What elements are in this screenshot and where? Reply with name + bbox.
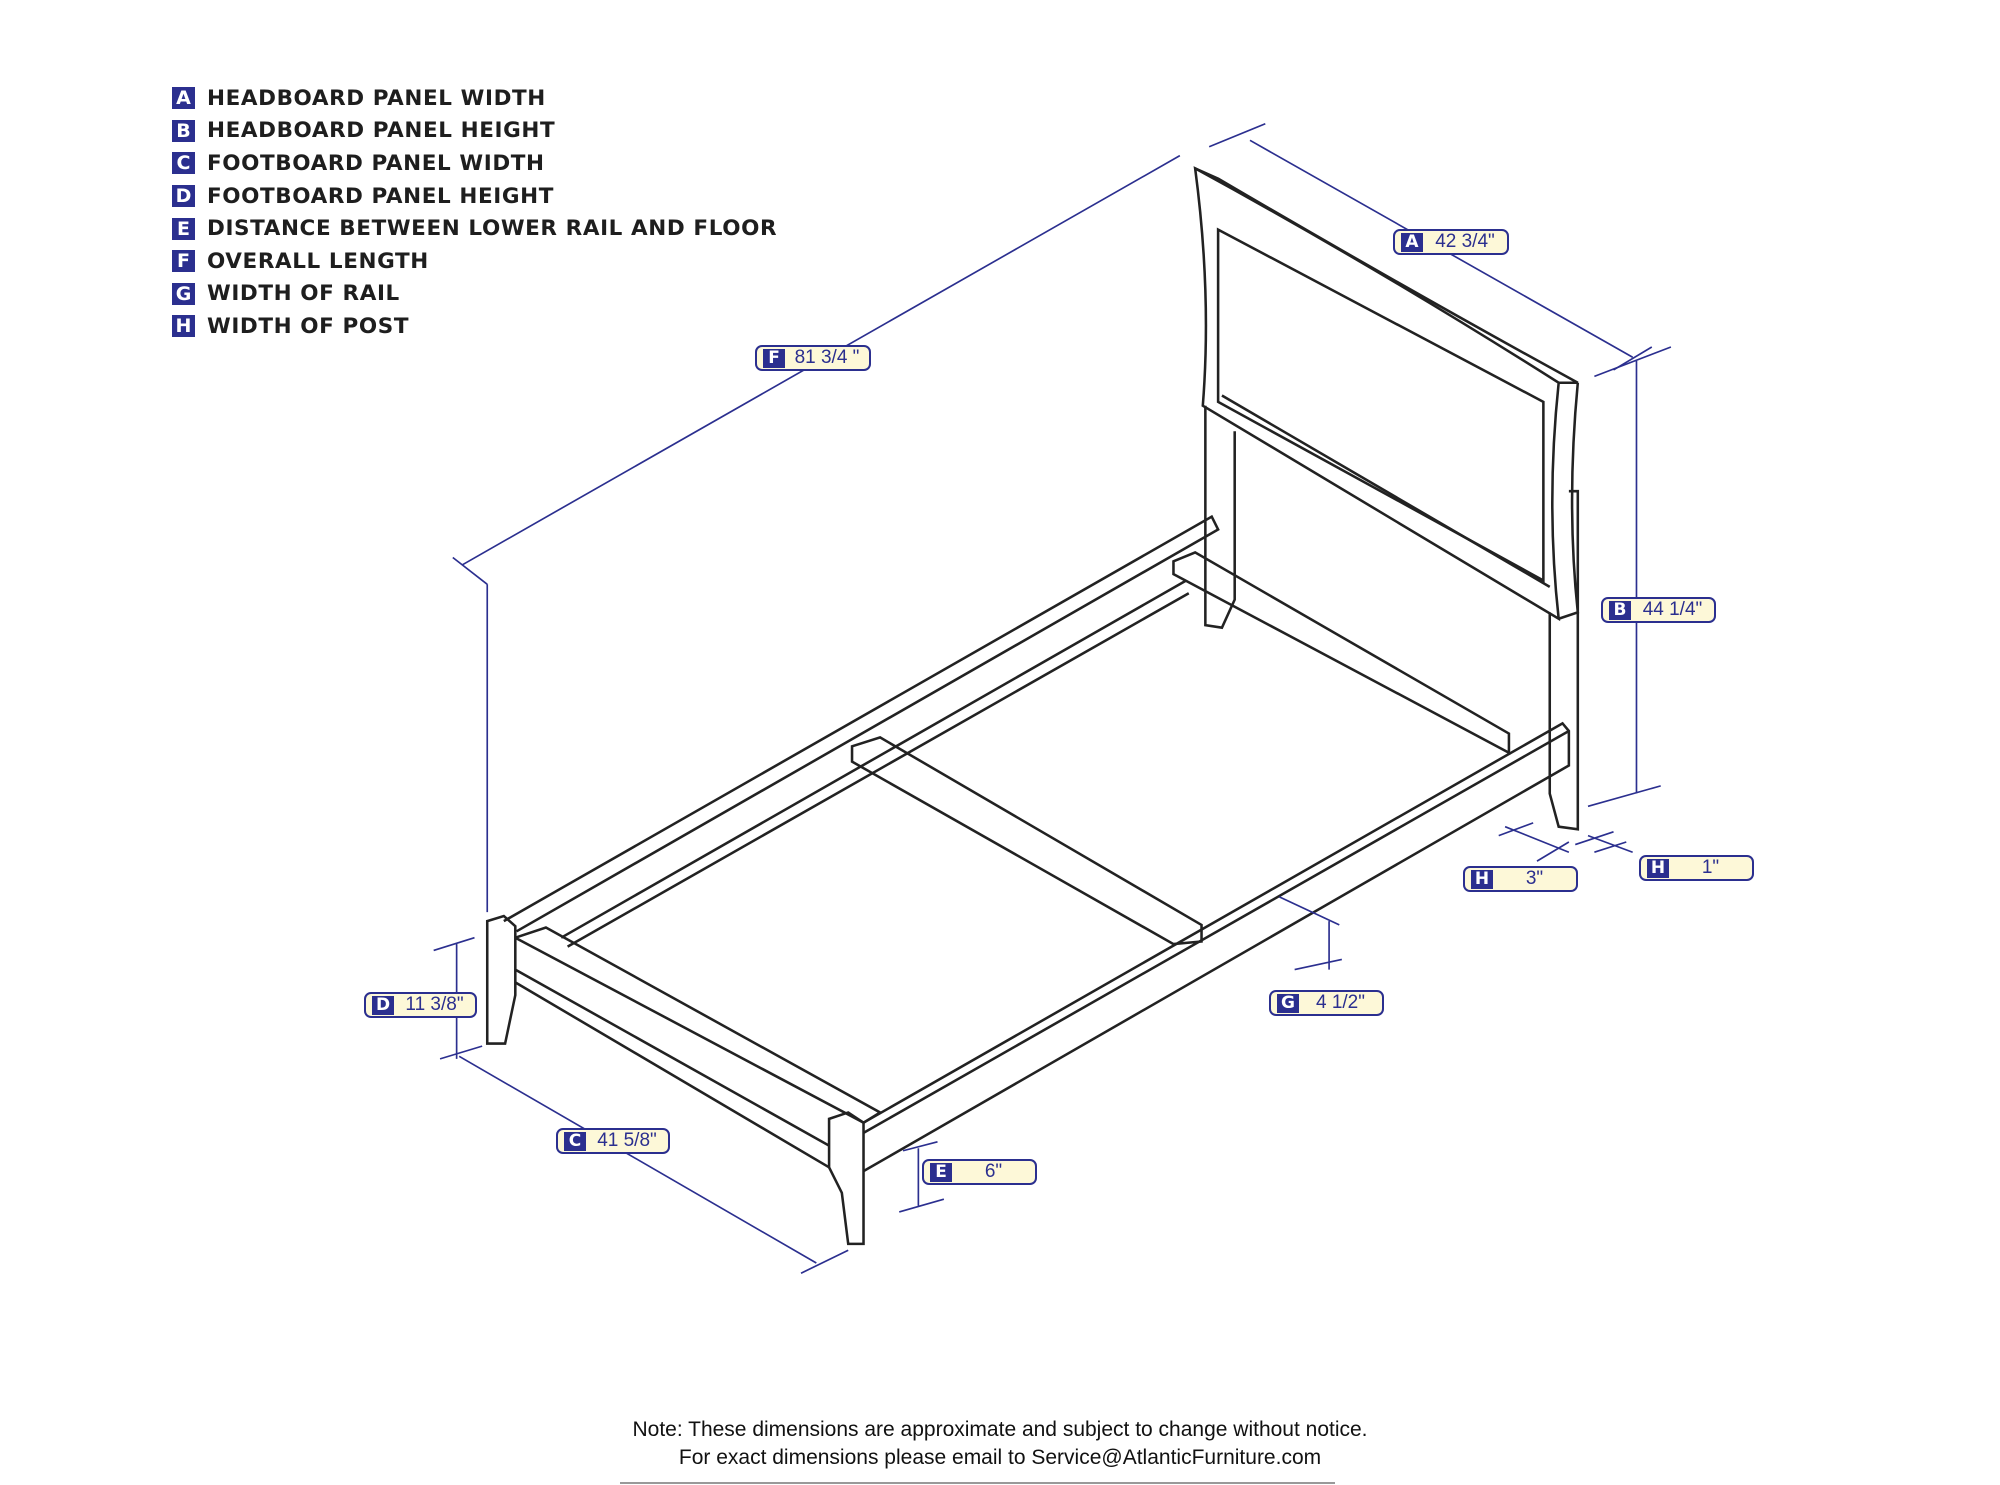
dimension-letter: H <box>1647 858 1669 878</box>
legend-text: OVERALL LENGTH <box>207 248 429 274</box>
legend-letter-badge: A <box>172 87 195 110</box>
center-slat <box>850 736 1203 946</box>
legend-item: A HEADBOARD PANEL WIDTH <box>172 82 777 115</box>
footboard-post-right <box>827 1111 865 1246</box>
legend-letter-badge: F <box>172 250 195 273</box>
dimension-label-b: B 44 1/4" <box>1601 597 1716 623</box>
legend-letter-badge: E <box>172 217 195 240</box>
dimension-label-c: C 41 5/8" <box>556 1128 670 1154</box>
legend-item: C FOOTBOARD PANEL WIDTH <box>172 147 777 180</box>
dimension-label-h-post-depth: H 1" <box>1639 855 1754 881</box>
dimension-label-a: A 42 3/4" <box>1393 229 1509 255</box>
dimension-legend: A HEADBOARD PANEL WIDTH B HEADBOARD PANEL … <box>172 82 777 343</box>
dimension-letter: C <box>564 1131 586 1151</box>
dimension-label-f: F 81 3/4 " <box>755 345 871 371</box>
legend-text: WIDTH OF POST <box>207 313 410 339</box>
dimension-value: 81 3/4 " <box>794 347 860 368</box>
dimension-letter: H <box>1471 869 1493 889</box>
dimension-letter: G <box>1277 993 1299 1013</box>
legend-item: H WIDTH OF POST <box>172 310 777 343</box>
dimension-value: 44 1/4" <box>1642 599 1703 620</box>
bed-frame <box>485 166 1580 1246</box>
dimension-letter: D <box>372 995 394 1015</box>
legend-text: DISTANCE BETWEEN LOWER RAIL AND FLOOR <box>207 216 778 242</box>
contact-note: For exact dimensions please email to Ser… <box>678 1446 1322 1469</box>
legend-item: G WIDTH OF RAIL <box>172 278 777 311</box>
dimension-label-g: G 4 1/2" <box>1269 990 1384 1016</box>
legend-letter-badge: H <box>172 315 195 338</box>
dimension-letter: F <box>763 348 785 368</box>
dimension-letter: A <box>1401 232 1423 252</box>
dimension-letter: E <box>930 1162 952 1182</box>
legend-item: F OVERALL LENGTH <box>172 245 777 278</box>
legend-item: D FOOTBOARD PANEL HEIGHT <box>172 180 777 213</box>
dimension-value: 41 5/8" <box>597 1130 657 1151</box>
legend-text: FOOTBOARD PANEL WIDTH <box>207 150 545 176</box>
footboard-panel <box>514 926 883 1169</box>
legend-item: B HEADBOARD PANEL HEIGHT <box>172 115 777 148</box>
dimension-value: 11 3/8" <box>405 994 464 1015</box>
legend-text: FOOTBOARD PANEL HEIGHT <box>207 183 554 209</box>
dimension-value: 3" <box>1525 868 1544 889</box>
divider <box>620 1482 1335 1484</box>
dimension-value: 42 3/4" <box>1435 231 1495 252</box>
headboard-post-right <box>1548 612 1580 831</box>
legend-text: HEADBOARD PANEL HEIGHT <box>207 118 556 144</box>
legend-letter-badge: B <box>172 119 195 142</box>
legend-item: E DISTANCE BETWEEN LOWER RAIL AND FLOOR <box>172 212 777 245</box>
dimension-label-d: D 11 3/8" <box>364 992 477 1018</box>
dimension-value: 1" <box>1701 857 1720 878</box>
dimension-label-e: E 6" <box>922 1159 1037 1185</box>
legend-text: WIDTH OF RAIL <box>207 281 400 307</box>
headboard-post-left <box>1204 405 1236 630</box>
legend-text: HEADBOARD PANEL WIDTH <box>207 85 546 111</box>
dimension-letter: B <box>1609 600 1631 620</box>
side-rail-left <box>503 514 1220 933</box>
legend-letter-badge: D <box>172 185 195 208</box>
dimension-value: 6" <box>984 1161 1003 1182</box>
footboard-post-left <box>485 914 517 1045</box>
legend-letter-badge: C <box>172 152 195 175</box>
legend-letter-badge: G <box>172 282 195 305</box>
disclaimer-note: Note: These dimensions are approximate a… <box>632 1418 1368 1441</box>
dimension-value: 4 1/2" <box>1315 992 1365 1013</box>
dimension-label-h-post-width: H 3" <box>1463 866 1578 892</box>
